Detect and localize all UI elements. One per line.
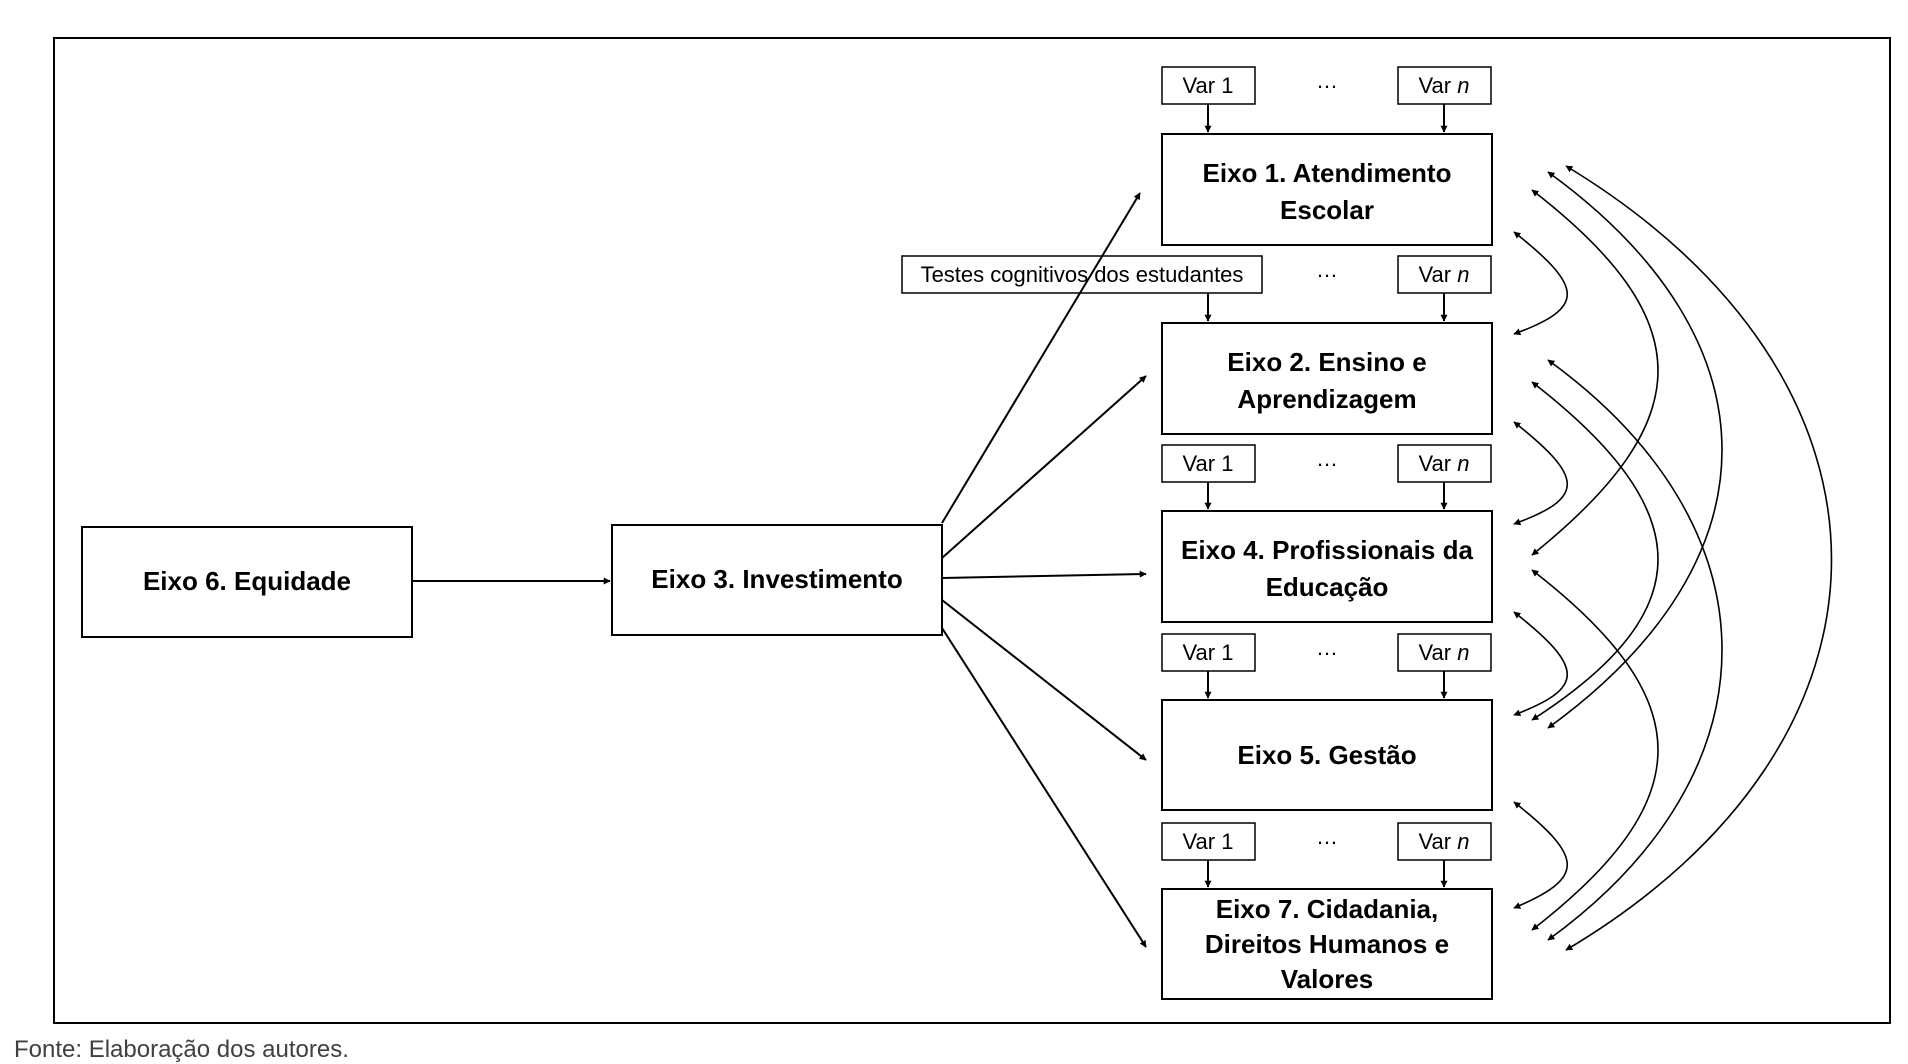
var-n-label: Var n (1419, 640, 1470, 665)
node-eixo-4: Eixo 4. Profissionais da Educação (1161, 510, 1493, 623)
arc-eixo1-eixo5 (1547, 171, 1723, 729)
node-eixo-2-label-line1: Eixo 2. Ensino e (1227, 347, 1426, 377)
var-n-label: Var n (1419, 451, 1470, 476)
variable-row-eixo-4: Var 1 … Var n (1161, 444, 1492, 510)
correlation-arcs (1513, 165, 1833, 951)
var-n-label: Var n (1419, 829, 1470, 854)
variable-row-eixo-5: Var 1 … Var n (1161, 633, 1492, 699)
arrow-eixo3-to-eixo7 (941, 627, 1147, 948)
var-n-label: Var n (1419, 262, 1470, 287)
arc-eixo4-eixo7 (1531, 569, 1659, 931)
node-eixo-3-label: Eixo 3. Investimento (651, 564, 902, 594)
node-eixo-1-label-line1: Eixo 1. Atendimento (1203, 158, 1452, 188)
ellipsis: … (1316, 446, 1338, 471)
node-eixo-4-label-line1: Eixo 4. Profissionais da (1181, 535, 1473, 565)
node-eixo-7-label-line2: Direitos Humanos e (1205, 929, 1449, 959)
variable-row-eixo-7: Var 1 … Var n (1161, 822, 1492, 888)
node-eixo-6: Eixo 6. Equidade (81, 526, 413, 638)
arc-eixo1-eixo7 (1565, 165, 1833, 951)
node-eixo-2-label-line2: Aprendizagem (1237, 384, 1416, 414)
node-eixo-7-label-line3: Valores (1281, 964, 1374, 994)
var-1-label: Var 1 (1183, 73, 1234, 98)
var-box-1 (1161, 822, 1256, 861)
var-n-label: Var n (1419, 73, 1470, 98)
var-box-n (1397, 444, 1492, 483)
node-eixo-1-label-line2: Escolar (1280, 195, 1374, 225)
cognitive-tests-box (901, 255, 1263, 294)
arc-eixo2-eixo5 (1531, 381, 1659, 721)
arrow-eixo3-to-eixo1 (941, 192, 1141, 524)
node-eixo-5: Eixo 5. Gestão (1161, 699, 1493, 811)
ellipsis: … (1316, 635, 1338, 660)
var-box-1 (1161, 66, 1256, 105)
arrow-eixo3-to-eixo5 (941, 599, 1147, 761)
variable-row-eixo-1: Var 1 … Var n (1161, 66, 1492, 133)
arc-eixo1-eixo4 (1531, 189, 1659, 556)
node-eixo-4-label-line2: Educação (1266, 572, 1389, 602)
node-eixo-6-label: Eixo 6. Equidade (143, 566, 351, 596)
node-eixo-3: Eixo 3. Investimento (611, 524, 943, 636)
figure-caption: Fonte: Elaboração dos autores. (14, 1036, 349, 1063)
var-box-1 (1161, 444, 1256, 483)
var-box-n (1397, 255, 1492, 294)
node-eixo-5-label: Eixo 5. Gestão (1237, 740, 1416, 770)
arc-eixo2-eixo7 (1547, 359, 1723, 941)
ellipsis: … (1316, 68, 1338, 93)
node-eixo-7-label-line1: Eixo 7. Cidadania, (1216, 894, 1439, 924)
cognitive-tests-label: Testes cognitivos dos estudantes (921, 262, 1244, 287)
var-box-n (1397, 822, 1492, 861)
var-1-label: Var 1 (1183, 640, 1234, 665)
var-1-label: Var 1 (1183, 829, 1234, 854)
ellipsis: … (1316, 257, 1338, 282)
arrow-eixo3-to-eixo2 (941, 375, 1147, 559)
arrow-eixo3-to-eixo4 (941, 570, 1147, 579)
node-eixo-1: Eixo 1. Atendimento Escolar (1161, 133, 1493, 246)
node-eixo-2: Eixo 2. Ensino e Aprendizagem (1161, 322, 1493, 435)
node-eixo-7: Eixo 7. Cidadania, Direitos Humanos e Va… (1161, 888, 1493, 1000)
var-box-1 (1161, 633, 1256, 672)
var-1-label: Var 1 (1183, 451, 1234, 476)
ellipsis: … (1316, 824, 1338, 849)
variable-row-eixo-2: Testes cognitivos dos estudantes … Var n (901, 255, 1492, 322)
